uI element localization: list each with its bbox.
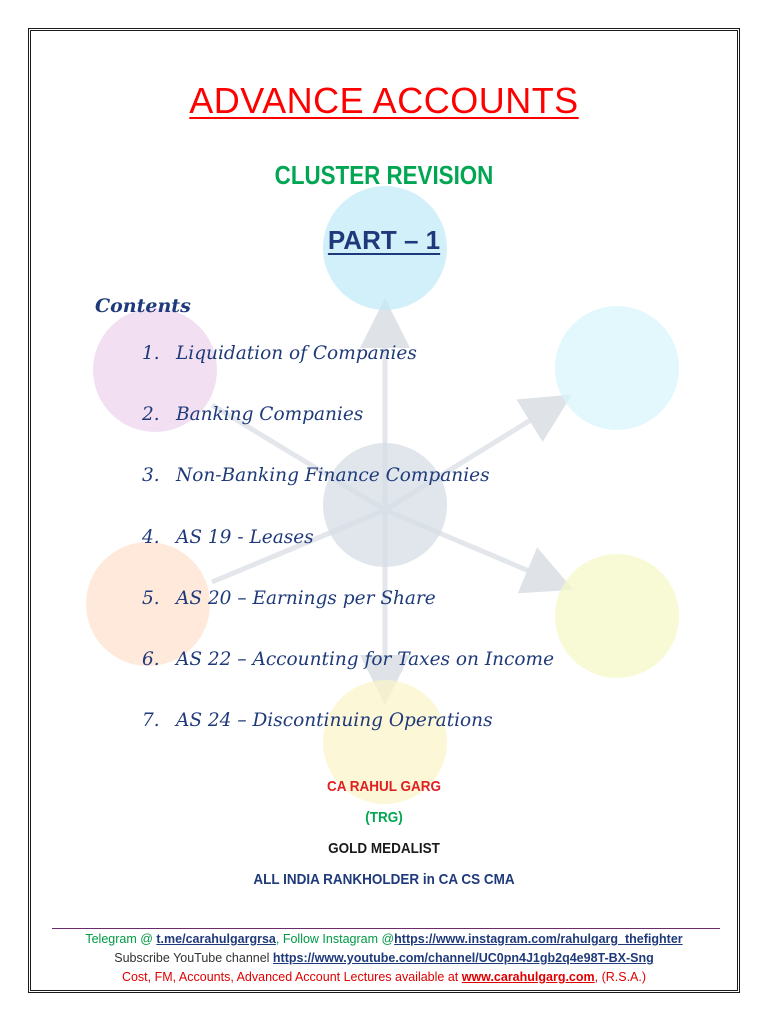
circle-top [323,186,447,310]
telegram-label: Telegram @ [85,932,157,946]
footer-divider [52,928,720,929]
author-name: CA RAHUL GARG [326,778,441,795]
author-alias: (TRG) [365,809,403,826]
document-title: ADVANCE ACCOUNTS [189,80,579,121]
toc-item-number: 2. [142,404,160,426]
toc-item: 6. AS 22 – Accounting for Taxes on Income [142,646,554,707]
footer-lectures-line: Cost, FM, Accounts, Advanced Account Lec… [0,968,768,987]
toc-item: 1. Liquidation of Companies [142,340,554,401]
toc-item-text: AS 24 – Discontinuing Operations [176,710,493,732]
toc-item-text: Non-Banking Finance Companies [176,465,490,487]
toc-item-text: Liquidation of Companies [176,343,417,364]
table-of-contents: 1. Liquidation of Companies 2. Banking Com… [142,340,554,768]
circle-upper-left [93,308,217,432]
circle-lower-left [86,542,210,666]
toc-item-number: 4. [142,526,160,548]
contents-heading: Contents [95,295,191,317]
toc-item-number: 7. [142,710,160,732]
footer: Telegram @ t.me/carahulgargrsa, Follow I… [0,930,768,987]
document-subtitle: CLUSTER REVISION [274,160,494,190]
circle-lower-right [555,554,679,678]
toc-item: 2. Banking Companies [142,401,554,462]
author-rank: ALL INDIA RANKHOLDER in CA CS CMA [253,871,515,888]
circle-bottom [323,680,447,804]
instagram-label: , Follow Instagram @ [275,932,395,946]
youtube-link[interactable]: https://www.youtube.com/channel/UC0pn4J1… [272,951,654,965]
website-link[interactable]: www.carahulgarg.com [461,970,595,984]
author-award: GOLD MEDALIST [328,840,440,857]
instagram-link[interactable]: https://www.instagram.com/rahulgarg_thef… [394,932,683,946]
toc-item: 3. Non-Banking Finance Companies [142,462,554,523]
toc-item-number: 3. [142,465,160,487]
part-label: PART – 1 [327,225,441,255]
page-border [28,28,740,993]
toc-item: 7. AS 24 – Discontinuing Operations [142,707,554,768]
toc-item-number: 6. [142,648,160,670]
footer-social-line: Telegram @ t.me/carahulgargrsa, Follow I… [0,930,768,949]
footer-youtube-line: Subscribe YouTube channel https://www.yo… [0,949,768,968]
circle-center [323,443,447,567]
toc-item-text: AS 19 - Leases [176,526,314,548]
circle-upper-right [555,306,679,430]
toc-item-text: AS 22 – Accounting for Taxes on Income [176,648,555,670]
lectures-label: Cost, FM, Accounts, Advanced Account Lec… [121,970,462,984]
toc-item-text: AS 20 – Earnings per Share [176,587,436,609]
toc-item-number: 5. [142,587,160,609]
toc-item-number: 1. [142,343,160,364]
author-block: CA RAHUL GARG (TRG) GOLD MEDALIST ALL IN… [0,776,768,900]
youtube-label: Subscribe YouTube channel [114,951,273,965]
toc-item: 5. AS 20 – Earnings per Share [142,585,554,646]
telegram-link[interactable]: t.me/carahulgargrsa [156,932,276,946]
lectures-suffix: , (R.S.A.) [594,970,647,984]
toc-item-text: Banking Companies [176,404,364,426]
toc-item: 4. AS 19 - Leases [142,524,554,585]
